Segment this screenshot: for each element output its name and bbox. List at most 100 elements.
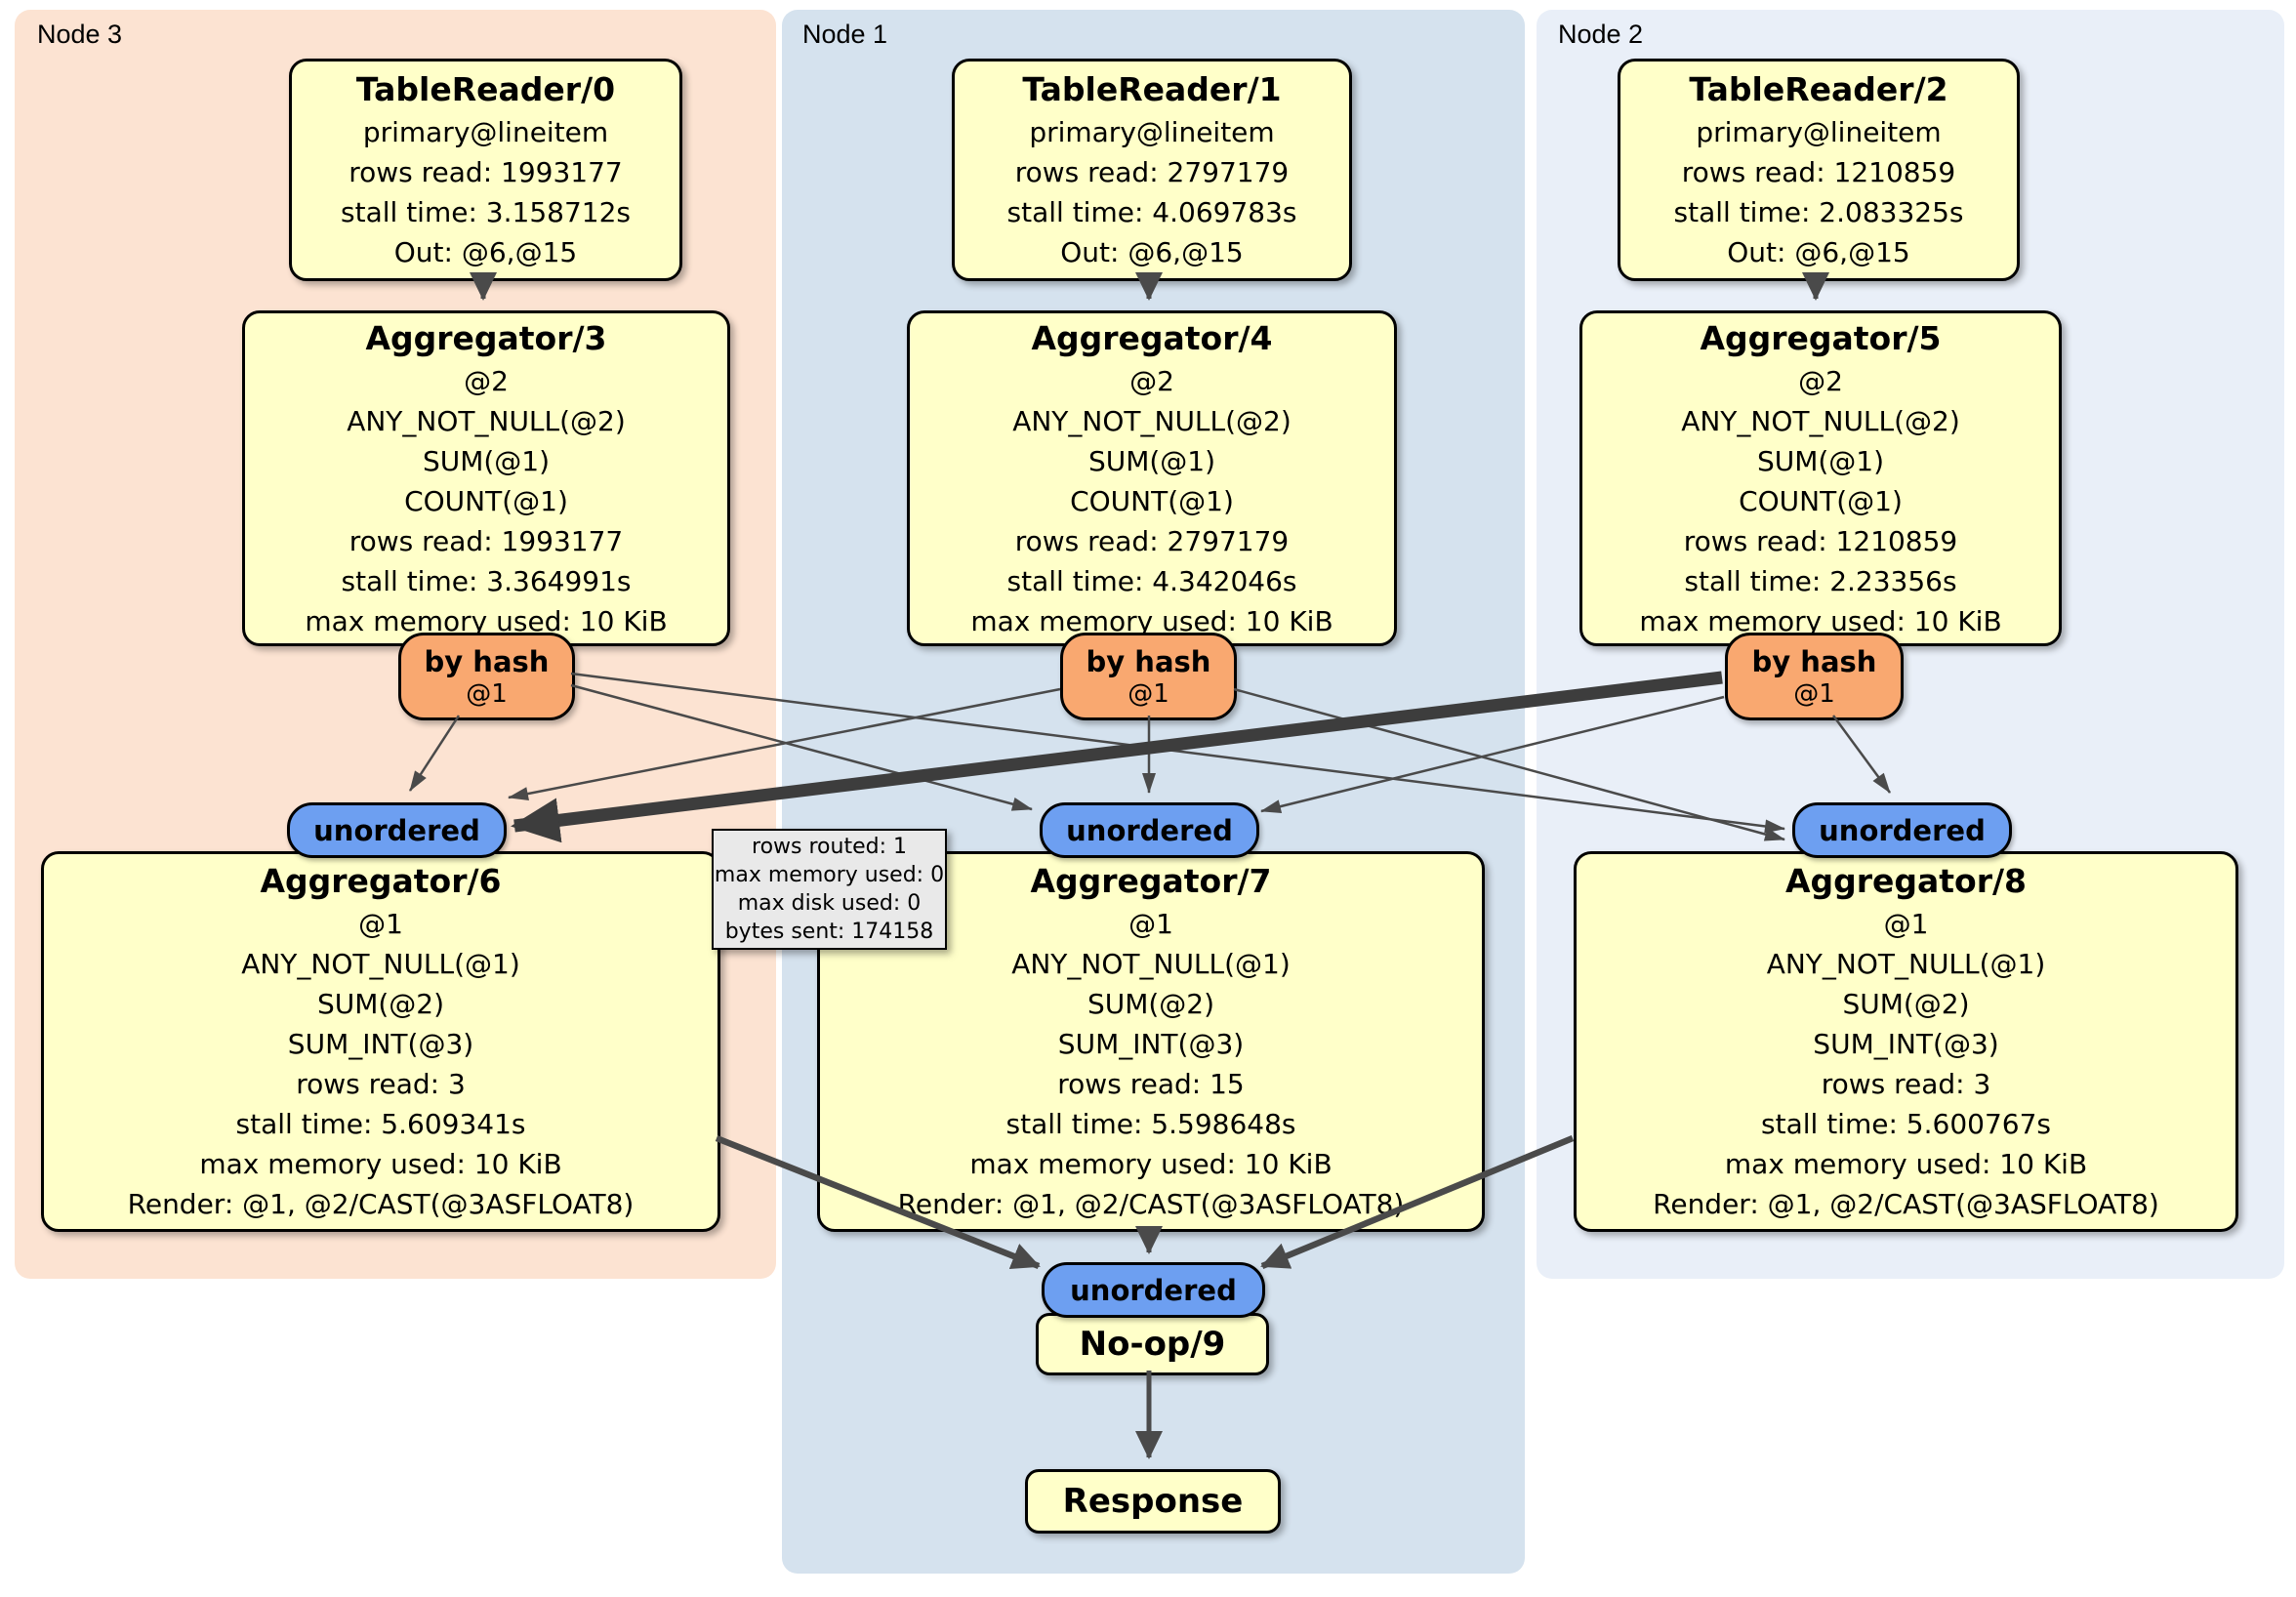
sync-unordered-final[interactable]: unordered [1042,1262,1265,1318]
text-line: max memory used: 0 [714,863,945,887]
text-line: primary@lineitem [1696,116,1942,148]
text-line: COUNT(@1) [404,484,568,517]
processor-title: Response [1062,1482,1244,1521]
text-line: stall time: 5.600767s [1761,1108,2051,1140]
text-line: stall time: 2.23356s [1684,564,1957,597]
text-line: stall time: 3.158712s [341,196,631,228]
text-line: max memory used: 10 KiB [199,1148,562,1180]
text-line: @2 [1129,364,1174,397]
text-line: Out: @6,@15 [1060,236,1244,268]
text-line: ANY_NOT_NULL(@1) [241,948,520,980]
text-line: COUNT(@1) [1070,484,1234,517]
text-line: rows read: 1210859 [1681,156,1956,188]
text-line: max disk used: 0 [737,891,922,916]
text-line: SUM_INT(@3) [1057,1028,1245,1060]
text-line: max memory used: 10 KiB [1724,1148,2088,1180]
processor-title: Aggregator/7 [1030,862,1272,900]
processor-lines: primary@lineitem rows read: 1993177 stall … [341,112,631,272]
text-line: stall time: 2.083325s [1673,196,1964,228]
text-line: ANY_NOT_NULL(@1) [1766,948,2046,980]
node2-label: Node 2 [1558,20,1644,49]
text-line: SUM(@1) [422,444,551,477]
text-line: max memory used: 10 KiB [305,604,668,637]
text-line: rows read: 2797179 [1014,524,1290,557]
text-line: rows read: 15 [1057,1068,1245,1100]
processor-title: TableReader/1 [1022,70,1282,108]
node3-label: Node 3 [37,20,123,49]
text-line: rows read: 1993177 [348,524,624,557]
text-line: rows read: 2797179 [1014,156,1290,188]
sync-unordered-node3[interactable]: unordered [287,802,507,858]
processor-title: Aggregator/5 [1700,318,1942,357]
text-line: ANY_NOT_NULL(@2) [347,404,626,437]
processor-lines: primary@lineitem rows read: 2797179 stall … [1007,112,1297,272]
text-line: rows read: 3 [1821,1068,1991,1100]
text-line: stall time: 5.598648s [1005,1108,1296,1140]
text-line: Render: @1, @2/CAST(@3ASFLOAT8) [127,1188,635,1220]
text-line: SUM(@2) [1086,988,1215,1020]
processor-title: TableReader/0 [355,70,616,108]
text-line: COUNT(@1) [1739,484,1903,517]
text-line: stall time: 3.364991s [341,564,632,597]
text-line: Out: @6,@15 [1727,236,1910,268]
text-line: ANY_NOT_NULL(@2) [1681,404,1960,437]
processor-tablereader-0[interactable]: TableReader/0 primary@lineitem rows read:… [289,59,682,281]
processor-title: Aggregator/6 [260,862,502,900]
router-hash-column: @1 [466,679,508,709]
text-line: SUM_INT(@3) [287,1028,474,1060]
router-label: by hash [424,645,550,678]
text-line: primary@lineitem [362,116,609,148]
processor-noop-9[interactable]: No-op/9 [1036,1313,1269,1375]
router-by-hash-node2[interactable]: by hash @1 [1725,633,1904,720]
processor-title: Aggregator/3 [365,318,607,357]
text-line: Render: @1, @2/CAST(@3ASFLOAT8) [897,1188,1405,1220]
text-line: SUM(@1) [1087,444,1216,477]
text-line: Render: @1, @2/CAST(@3ASFLOAT8) [1653,1188,2159,1220]
router-by-hash-node3[interactable]: by hash @1 [398,633,575,720]
text-line: stall time: 5.609341s [235,1108,526,1140]
processor-title: Aggregator/8 [1784,862,2028,900]
text-line: max memory used: 10 KiB [970,604,1333,637]
text-line: SUM(@1) [1756,444,1885,477]
sync-unordered-node2[interactable]: unordered [1792,802,2012,858]
processor-tablereader-2[interactable]: TableReader/2 primary@lineitem rows read:… [1618,59,2020,281]
node1-label: Node 1 [802,20,888,49]
sync-unordered-node1[interactable]: unordered [1040,802,1259,858]
text-line: SUM(@2) [1842,988,1970,1020]
text-line: @2 [1798,364,1843,397]
text-line: @1 [358,908,403,940]
text-line: rows routed: 1 [752,835,907,859]
text-line: @1 [1128,908,1173,940]
router-hash-column: @1 [1128,679,1169,709]
text-line: stall time: 4.342046s [1006,564,1297,597]
router-label: by hash [1086,645,1211,678]
text-line: ANY_NOT_NULL(@1) [1011,948,1291,980]
edge-stats-tooltip: rows routed: 1 max memory used: 0 max disk… [712,829,947,950]
response-box[interactable]: Response [1025,1469,1281,1534]
router-by-hash-node1[interactable]: by hash @1 [1060,633,1237,720]
processor-title: No-op/9 [1079,1325,1226,1364]
text-line: primary@lineitem [1029,116,1275,148]
text-line: stall time: 4.069783s [1006,196,1297,228]
processor-title: TableReader/2 [1689,70,1948,108]
text-line: bytes sent: 174158 [724,920,934,944]
processor-lines: primary@lineitem rows read: 1210859 stall … [1674,112,1964,272]
text-line: rows read: 1210859 [1683,524,1958,557]
text-line: @2 [464,364,509,397]
processor-tablereader-1[interactable]: TableReader/1 primary@lineitem rows read:… [952,59,1352,281]
text-line: rows read: 1993177 [348,156,623,188]
text-line: ANY_NOT_NULL(@2) [1012,404,1292,437]
text-line: max memory used: 10 KiB [1639,604,2002,637]
